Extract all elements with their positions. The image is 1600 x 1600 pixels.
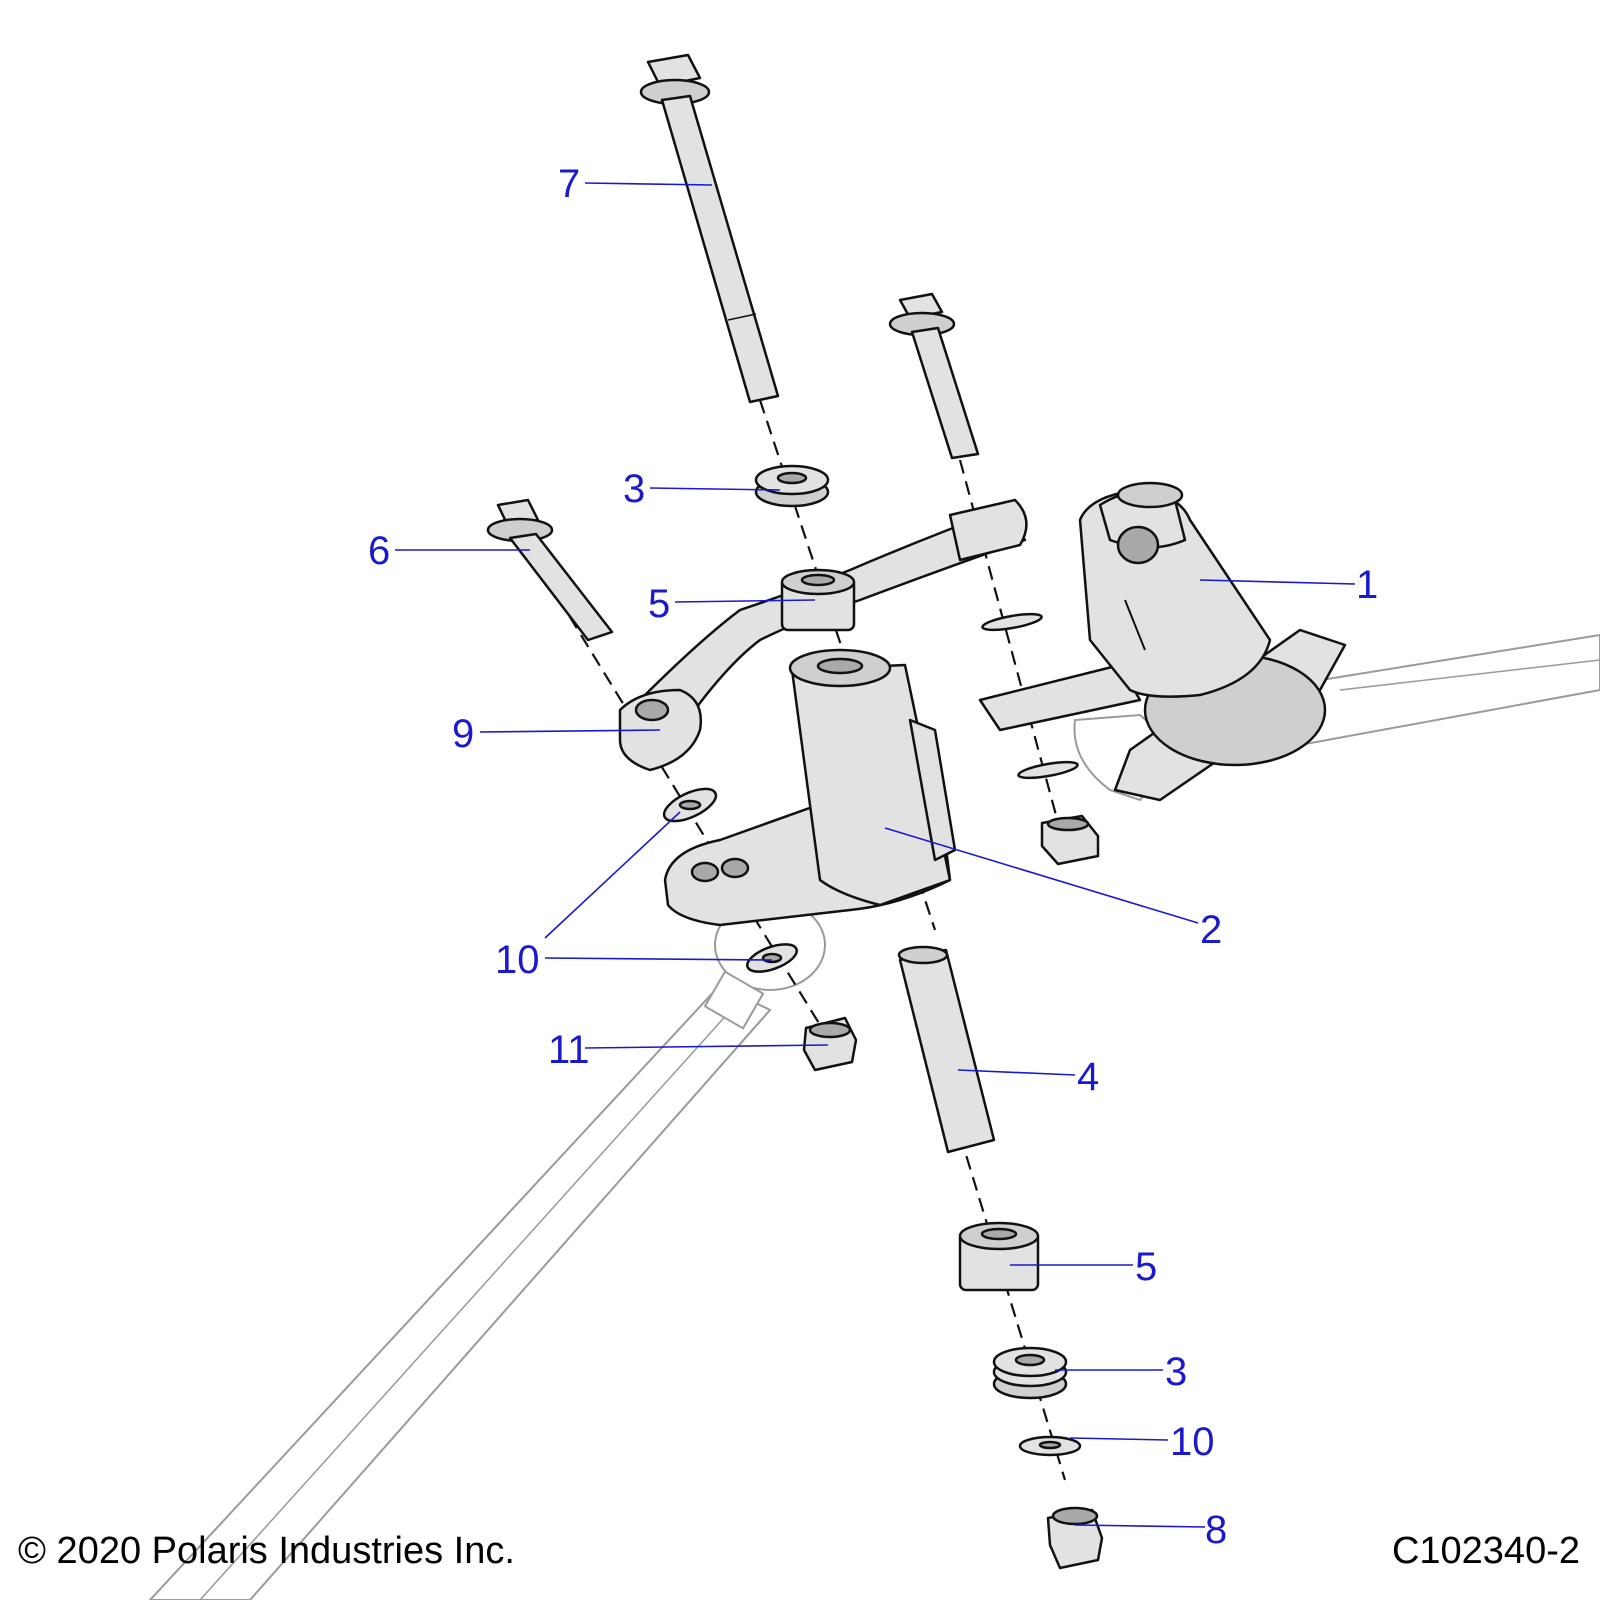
axis-bushing-stack <box>958 1134 1067 1481</box>
yoke-pin-hole <box>1116 525 1160 565</box>
part-yoke-nut <box>1040 814 1100 866</box>
callout-3-upper: 3 <box>623 467 645 511</box>
callout-10-lower: 10 <box>1170 1420 1215 1464</box>
leader-7 <box>584 182 713 186</box>
callout-2: 2 <box>1200 908 1222 952</box>
part-6-flange-bolt <box>486 498 614 642</box>
upper-bolt-shank <box>910 326 980 460</box>
washer-upper-hole <box>678 799 702 811</box>
grommet-upper-hole <box>776 471 808 485</box>
eye-end-hole <box>634 698 670 722</box>
bolt-7-shank <box>660 94 780 404</box>
axis-bolt-6 <box>534 559 821 1026</box>
washer-bottom-hole <box>1038 1440 1062 1450</box>
callout-11: 11 <box>548 1028 590 1072</box>
drag-link-body <box>638 508 1027 747</box>
grommet-lower-hole <box>1014 1353 1046 1367</box>
arm-hole-a <box>690 861 720 883</box>
leader-lines <box>395 182 1356 1528</box>
ghost-rod-nut-left <box>703 970 765 1030</box>
ghost-tie-rod-right-seam <box>1339 659 1600 691</box>
leader-9 <box>479 729 661 733</box>
leader-2 <box>884 827 1199 924</box>
leader-10a <box>544 811 681 939</box>
part-7-long-bolt <box>639 53 780 404</box>
bolt-6-shank <box>508 532 614 642</box>
washer-small-a <box>981 612 1043 632</box>
arm-hole-b <box>720 857 750 879</box>
callout-7: 7 <box>558 162 580 206</box>
figure-id: C102340-2 <box>1391 1530 1580 1572</box>
callout-1: 1 <box>1356 563 1378 607</box>
bushing-lower-hole <box>980 1227 1018 1241</box>
ghost-tie-rod-left <box>148 983 772 1600</box>
washer-small-b <box>1017 760 1079 780</box>
leader-11 <box>584 1044 829 1049</box>
callout-3-lower: 3 <box>1165 1350 1187 1394</box>
part-4-sleeve <box>897 945 996 1154</box>
part-8-flange-nut <box>1046 1506 1104 1570</box>
leader-8 <box>1074 1524 1206 1528</box>
yoke-slot <box>1124 599 1146 651</box>
bolt-7-thread-start <box>727 313 757 321</box>
part-1-steering-yoke <box>978 481 1347 802</box>
yoke-arm <box>978 663 1142 732</box>
upper-bolt-head <box>898 292 944 320</box>
washers <box>662 612 1079 973</box>
callout-5-lower: 5 <box>1135 1245 1157 1289</box>
part-5-bushing-lower <box>958 1221 1040 1292</box>
sleeve-top <box>897 945 949 965</box>
bolt-7-head <box>646 53 702 88</box>
part-3-grommet-lower <box>992 1346 1068 1400</box>
part-3-grommet-upper <box>754 464 830 508</box>
yoke-spline <box>1116 481 1184 509</box>
part-10-washer-bottom <box>1018 1435 1082 1457</box>
callout-8: 8 <box>1205 1508 1227 1552</box>
part-9-drag-link <box>618 498 1028 772</box>
callout-10-upper: 10 <box>495 938 540 982</box>
arm-tower-bore <box>816 657 864 675</box>
leader-4 <box>957 1069 1076 1076</box>
sleeve-body <box>898 948 996 1154</box>
leader-10c <box>1069 1437 1169 1441</box>
bushing-upper-hole <box>800 573 836 587</box>
callout-9: 9 <box>452 712 474 756</box>
callout-4: 4 <box>1077 1055 1099 1099</box>
drag-link-right-eye <box>948 498 1028 562</box>
callout-5-upper: 5 <box>648 582 670 626</box>
leader-5a <box>674 599 816 603</box>
copyright-notice: © 2020 Polaris Industries Inc. <box>18 1530 515 1572</box>
callout-6: 6 <box>368 529 390 573</box>
leader-1 <box>1199 579 1356 585</box>
washer-lower-hole <box>761 952 783 964</box>
callout-numbers: 7 3 6 5 1 9 2 10 11 4 5 3 10 8 <box>368 162 1378 1552</box>
ghost-tie-rod-left-seam <box>199 999 741 1600</box>
part-11-lock-nut <box>802 1016 858 1072</box>
leader-10b <box>544 957 773 961</box>
part-2-steering-arm <box>663 648 957 927</box>
part-upper-short-bolt <box>888 292 980 460</box>
yoke-nut-top <box>1046 816 1090 832</box>
flange-nut-top <box>1051 1506 1099 1526</box>
lock-nut-top <box>808 1021 852 1039</box>
leader-3a <box>649 487 781 491</box>
